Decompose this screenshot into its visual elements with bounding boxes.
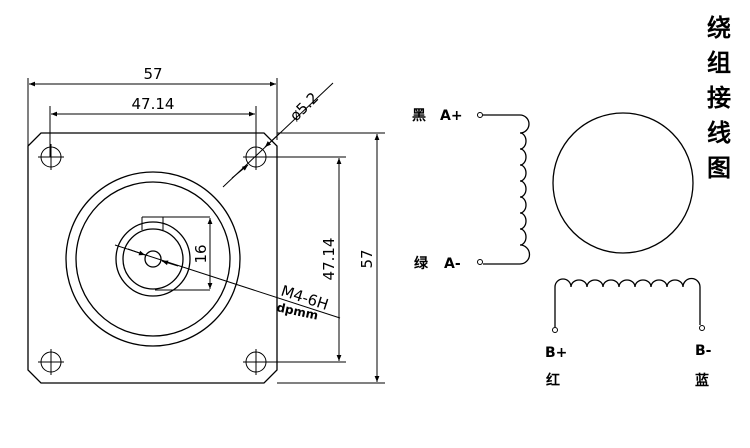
wiring-diagram: 黑 A+ 绿 A- B+ 红 B- 蓝	[412, 108, 712, 389]
title-char: 绕	[707, 14, 731, 42]
title-char: 组	[707, 49, 731, 77]
coil-b	[554, 277, 701, 327]
coil-a	[483, 114, 531, 265]
dimension-hole-spacing-horizontal: 47.14	[49, 95, 257, 157]
dimension-shaft-flat: 16	[192, 218, 213, 289]
title-char: 接	[707, 84, 731, 112]
label-a-plus: A+	[440, 108, 463, 124]
title-char: 线	[707, 119, 731, 147]
label-b-minus-color: 蓝	[695, 372, 709, 389]
flange-plate	[27, 132, 278, 384]
dimension-label: 16	[192, 244, 210, 263]
label-b-plus: B+	[545, 345, 567, 361]
wiring-title: 绕 组 接 线 图	[707, 14, 731, 182]
dimension-hole-spacing-vertical: 47.14	[268, 156, 346, 363]
label-a-plus-color: 黑	[412, 108, 426, 124]
label-b-plus-color: 红	[546, 372, 560, 389]
title-char: 图	[707, 154, 731, 182]
label-a-minus: A-	[444, 256, 461, 272]
dimension-hole-diameter: ø5.2	[222, 82, 334, 188]
dimension-label: 47.14	[132, 95, 175, 113]
dimension-label: 57	[143, 65, 162, 83]
boss-and-shaft	[65, 171, 241, 347]
dimension-label: ø5.2	[286, 89, 322, 125]
dimension-overall-width: 57	[27, 65, 278, 146]
dimension-label: 47.14	[320, 238, 338, 281]
label-b-minus: B-	[695, 343, 712, 359]
mounting-holes	[38, 144, 269, 375]
dimension-thread: M4-6H dpmm	[114, 244, 341, 323]
label-a-minus-color: 绿	[414, 255, 429, 272]
dimension-overall-height: 57	[277, 132, 385, 384]
dimension-label: 57	[358, 249, 376, 268]
